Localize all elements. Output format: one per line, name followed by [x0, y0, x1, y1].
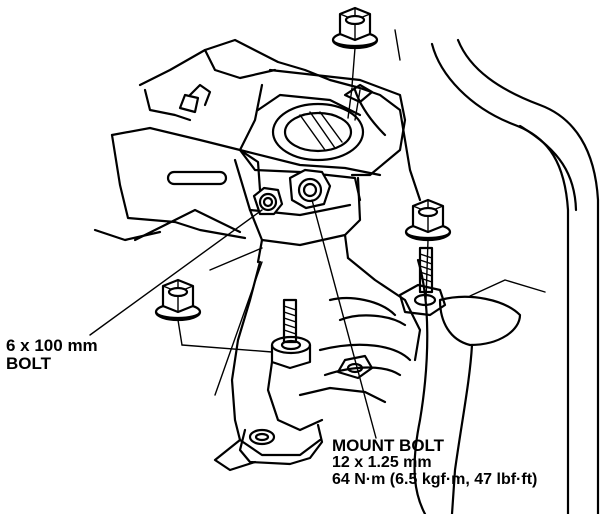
mount-bracket	[213, 256, 447, 472]
leader-lines	[89, 199, 377, 439]
flange-nut-top	[331, 6, 379, 50]
side-frame	[413, 38, 600, 514]
assembly-guide-lines	[177, 47, 429, 396]
mount-bolt-title: MOUNT BOLT	[332, 436, 445, 455]
transmission-housing	[93, 29, 422, 242]
bolt-6x100-label: 6 x 100 mm BOLT	[6, 337, 98, 373]
bolt-size-text: 6 x 100 mm	[6, 336, 98, 355]
mount-bolt	[288, 168, 332, 210]
mount-bolt-label: MOUNT BOLT 12 x 1.25 mm 64 N·m (6.5 kgf·…	[332, 437, 537, 488]
mount-bolt-torque: 64 N·m (6.5 kgf·m, 47 lbf·ft)	[332, 470, 538, 488]
flange-nut-right	[404, 198, 452, 242]
mount-bolt-size: 12 x 1.25 mm	[332, 453, 432, 471]
bolt-6x100	[252, 186, 284, 216]
stud-bolt	[282, 246, 434, 344]
transmission-mount	[233, 68, 407, 264]
bolt-name-text: BOLT	[6, 353, 52, 373]
flange-nut-left	[154, 278, 202, 322]
